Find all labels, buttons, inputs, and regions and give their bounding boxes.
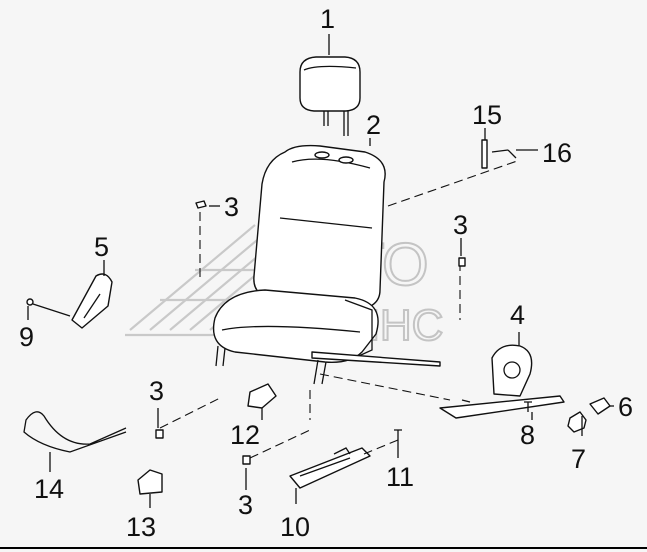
callout-8: 8 <box>520 420 535 450</box>
callout-5: 5 <box>94 232 109 262</box>
side-trim-cover <box>71 273 113 329</box>
cap-13 <box>137 469 163 495</box>
leader-lines <box>159 159 521 459</box>
screw-9 <box>26 298 71 317</box>
end-cap-6 <box>589 397 611 415</box>
callout-4: 4 <box>510 300 525 330</box>
callout-3-lower: 3 <box>149 376 164 406</box>
clip-12 <box>247 383 277 409</box>
callout-3-top: 3 <box>224 192 239 222</box>
pin-8 <box>524 401 532 412</box>
callout-6: 6 <box>618 392 633 422</box>
callout-16: 16 <box>542 138 572 168</box>
callout-10: 10 <box>280 512 310 542</box>
bolt-7 <box>567 411 587 433</box>
callout-labels: 1 2 3 3 3 3 4 5 6 7 8 9 10 11 12 13 14 1… <box>19 4 633 542</box>
callout-9: 9 <box>19 322 34 352</box>
seat-rail <box>439 395 565 419</box>
callout-12: 12 <box>230 420 260 450</box>
callout-13: 13 <box>126 512 156 542</box>
headrest <box>299 56 361 136</box>
callout-7: 7 <box>571 444 586 474</box>
recliner-cover <box>491 344 533 397</box>
callout-11: 11 <box>386 462 414 492</box>
seat-assembly <box>212 144 441 385</box>
bottom-border <box>0 547 647 549</box>
callout-15: 15 <box>472 100 502 130</box>
callout-2: 2 <box>366 110 381 140</box>
wire-14 <box>23 411 127 453</box>
callout-1: 1 <box>320 4 335 34</box>
screw-11 <box>363 429 402 455</box>
callout-3-bottom: 3 <box>238 490 253 520</box>
screw-3-set <box>155 200 466 465</box>
callout-3-right: 3 <box>453 210 468 240</box>
bracket-10 <box>289 447 371 489</box>
callout-14: 14 <box>34 474 64 504</box>
pin-assembly <box>481 128 517 169</box>
callout-leaders <box>27 34 614 508</box>
